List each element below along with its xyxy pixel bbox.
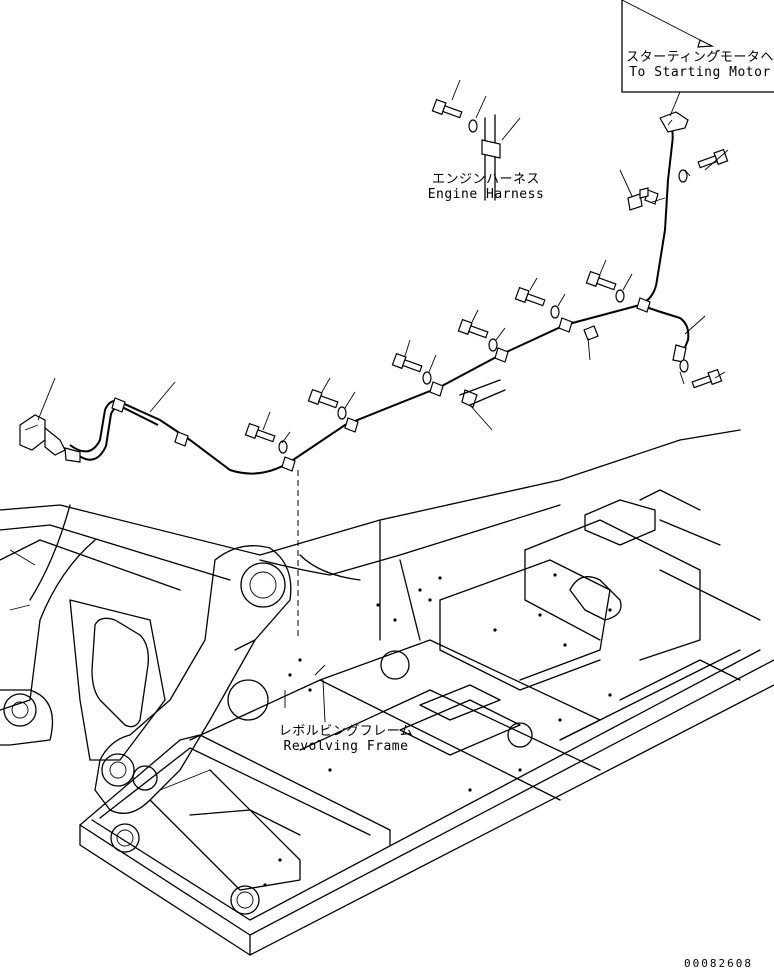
revolving-frame: [79, 429, 774, 956]
starting-motor-label-en: To Starting Motor: [629, 65, 771, 80]
drawing-number: 00082608: [684, 957, 753, 970]
revolving-frame-label-jp: レボルビングフレーム: [278, 724, 414, 739]
starting-motor-label: スターティングモータヘ To Starting Motor: [626, 50, 774, 80]
engine-harness-label-en: Engine Harness: [427, 187, 545, 202]
engine-harness-label: エンジンハーネス Engine Harness: [420, 172, 552, 202]
fasteners: [244, 98, 729, 454]
revolving-frame-label-en: Revolving Frame: [283, 739, 409, 754]
engine-harness-label-jp: エンジンハーネス: [431, 172, 540, 187]
leader-lines: [37, 0, 774, 723]
revolving-frame-label: レボルビングフレーム Revolving Frame: [272, 724, 420, 754]
boom-bracket: [0, 504, 292, 814]
wiring-harness: [19, 111, 690, 640]
starting-motor-label-jp: スターティングモータヘ: [626, 50, 774, 65]
